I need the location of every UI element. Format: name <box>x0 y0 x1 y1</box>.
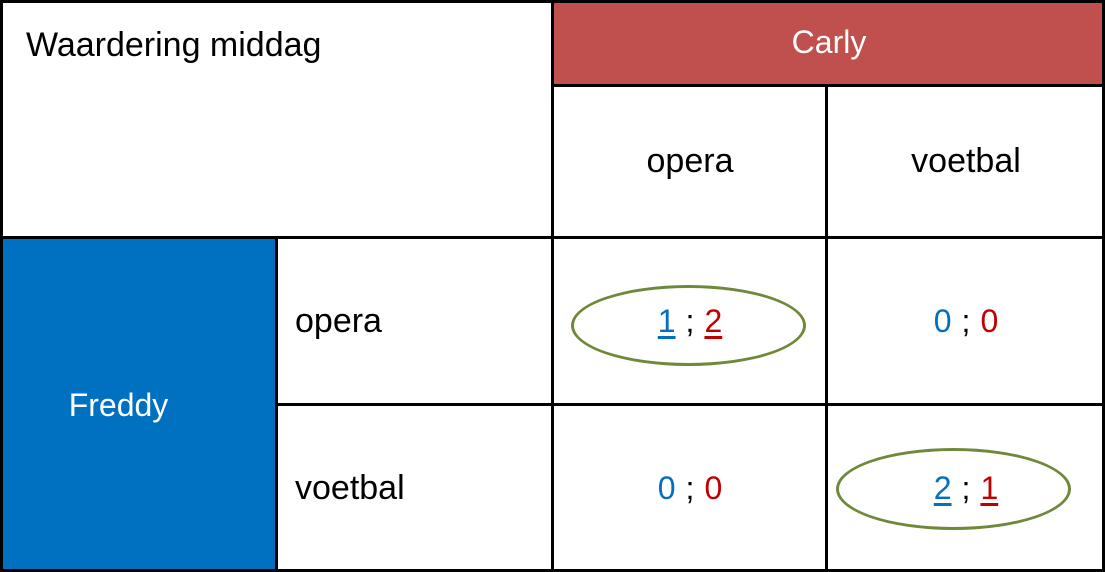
payoff-freddy: 1 <box>657 303 676 339</box>
border-right <box>1102 0 1105 572</box>
row-strategy-voetbal: voetbal <box>277 405 553 572</box>
payoff-separator: ; <box>961 303 971 339</box>
payoff-carly: 0 <box>980 303 999 339</box>
divider-rows <box>277 403 1105 406</box>
payoff-voetbal-voetbal: 2;1 <box>827 405 1105 572</box>
row-player-header: Freddy <box>0 238 277 572</box>
divider-header-body <box>0 236 1105 239</box>
payoff-freddy: 2 <box>933 470 952 506</box>
matrix-title: Waardering middag <box>0 0 553 238</box>
payoff-voetbal-opera: 0;0 <box>553 405 827 572</box>
payoff-freddy: 0 <box>657 470 676 506</box>
payoff-freddy: 0 <box>933 303 952 339</box>
payoff-separator: ; <box>961 470 971 506</box>
row-strategy-opera: opera <box>277 238 553 405</box>
divider-freddy <box>275 238 278 572</box>
payoff-opera-opera: 1;2 <box>553 238 827 405</box>
column-strategy-opera: opera <box>553 85 827 238</box>
divider-carly-header <box>553 84 1105 87</box>
column-strategy-voetbal: voetbal <box>827 85 1105 238</box>
border-left <box>0 0 3 572</box>
payoff-carly: 1 <box>980 470 999 506</box>
divider-title <box>551 0 554 572</box>
divider-column-strategies <box>825 85 828 572</box>
payoff-separator: ; <box>685 303 695 339</box>
payoff-separator: ; <box>685 470 695 506</box>
payoff-carly: 0 <box>704 470 723 506</box>
payoff-carly: 2 <box>704 303 723 339</box>
payoff-opera-voetbal: 0;0 <box>827 238 1105 405</box>
column-player-header: Carly <box>553 0 1105 85</box>
